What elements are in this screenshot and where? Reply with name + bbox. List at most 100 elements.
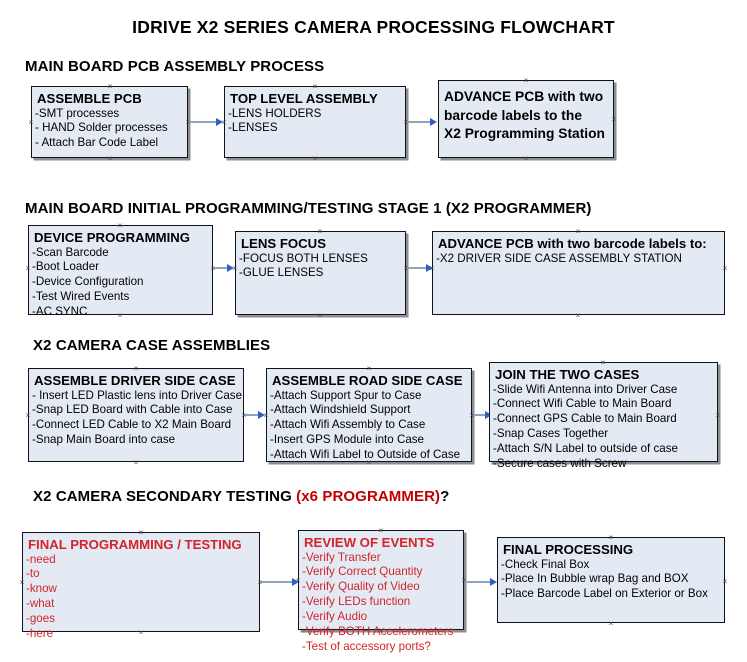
node-title: TOP LEVEL ASSEMBLY — [230, 91, 378, 106]
resize-handle[interactable] — [317, 228, 324, 235]
resize-handle[interactable] — [378, 527, 385, 534]
connector-line — [407, 121, 435, 123]
node-line: -Connect Wifi Cable to Main Board — [493, 397, 672, 411]
node-title: ASSEMBLE DRIVER SIDE CASE — [34, 373, 236, 388]
resize-handle[interactable] — [138, 529, 145, 536]
node-line: -Verify Audio — [302, 610, 368, 624]
resize-handle[interactable] — [722, 265, 729, 272]
resize-handle[interactable] — [138, 629, 145, 636]
connector-arrowhead — [216, 117, 223, 126]
resize-handle[interactable] — [611, 116, 618, 123]
node-line: -Insert GPS Module into Case — [270, 433, 425, 447]
section-heading-text: X2 CAMERA SECONDARY TESTING — [33, 488, 297, 505]
node-line: -Connect GPS Cable to Main Board — [493, 412, 677, 426]
resize-handle[interactable] — [107, 155, 114, 162]
node-line: -Attach Wifi Label to Outside of Case — [270, 448, 461, 462]
resize-handle[interactable] — [429, 265, 436, 272]
node-title-line2: barcode labels to the — [444, 107, 583, 123]
node-line: -Snap Main Board into case — [32, 433, 176, 447]
node-title: FINAL PROCESSING — [503, 542, 634, 557]
node-join-the-two-cases[interactable]: JOIN THE TWO CASES -Slide Wifi Antenna i… — [489, 362, 718, 470]
node-line: -AC SYNC — [32, 305, 88, 319]
resize-handle[interactable] — [117, 312, 124, 319]
node-title-line3: X2 Programming Station — [444, 126, 605, 142]
resize-handle[interactable] — [133, 365, 140, 372]
resize-handle[interactable] — [312, 83, 319, 90]
resize-handle[interactable] — [221, 119, 228, 126]
node-line: -LENS HOLDERS — [228, 106, 322, 120]
node-title: ASSEMBLE PCB — [37, 91, 142, 106]
node-title: REVIEW OF EVENTS — [304, 535, 435, 550]
resize-handle[interactable] — [715, 412, 722, 419]
connector-arrowhead — [490, 577, 497, 586]
resize-handle[interactable] — [366, 459, 373, 466]
connector-line — [465, 581, 495, 583]
node-review-of-events[interactable]: REVIEW OF EVENTS -Verify Transfer -Verif… — [298, 530, 464, 653]
node-title: LENS FOCUS — [241, 236, 326, 251]
node-line: -goes — [26, 612, 56, 626]
node-advance-pcb-programming-station[interactable]: ADVANCE PCB with two barcode labels to t… — [438, 80, 614, 158]
node-device-programming[interactable]: DEVICE PROGRAMMING -Scan Barcode -Boot L… — [28, 225, 213, 318]
node-line: -Place In Bubble wrap Bag and BOX — [501, 572, 689, 586]
connector-line — [261, 581, 297, 583]
resize-handle[interactable] — [312, 155, 319, 162]
resize-handle[interactable] — [133, 459, 140, 466]
node-line: -Attach Wifi Assembly to Case — [270, 418, 426, 432]
resize-handle[interactable] — [600, 459, 607, 466]
section-heading-tail: ? — [440, 488, 450, 505]
resize-handle[interactable] — [378, 627, 385, 634]
node-assemble-pcb[interactable]: ASSEMBLE PCB -SMT processes - HAND Solde… — [31, 86, 188, 158]
resize-handle[interactable] — [366, 365, 373, 372]
resize-handle[interactable] — [575, 312, 582, 319]
node-line: -Check Final Box — [501, 557, 590, 571]
node-title: FINAL PROGRAMMING / TESTING — [28, 537, 242, 552]
node-line: -need — [26, 552, 56, 566]
resize-handle[interactable] — [117, 222, 124, 229]
section-heading-main-board-pcb-assembly: MAIN BOARD PCB ASSEMBLY PROCESS — [25, 58, 325, 75]
node-final-programming-testing[interactable]: FINAL PROGRAMMING / TESTING -need -to -k… — [22, 532, 260, 640]
node-line: -Device Configuration — [32, 275, 144, 289]
node-line: -Verify Correct Quantity — [302, 565, 423, 579]
resize-handle[interactable] — [523, 77, 530, 84]
resize-handle[interactable] — [608, 534, 615, 541]
section-heading-accent: (x6 PROGRAMMER) — [296, 488, 441, 505]
node-line: -Verify Transfer — [302, 550, 381, 564]
resize-handle[interactable] — [263, 412, 270, 419]
node-line: -Attach S/N Label to outside of case — [493, 442, 678, 456]
resize-handle[interactable] — [107, 83, 114, 90]
resize-handle[interactable] — [600, 359, 607, 366]
node-line: -Scan Barcode — [32, 245, 109, 259]
node-assemble-road-side-case[interactable]: ASSEMBLE ROAD SIDE CASE -Attach Support … — [266, 368, 472, 462]
node-line: -Attach Windshield Support — [270, 403, 411, 417]
node-line: -GLUE LENSES — [239, 266, 324, 280]
node-line: -Slide Wifi Antenna into Driver Case — [493, 382, 678, 396]
node-lens-focus[interactable]: LENS FOCUS -FOCUS BOTH LENSES -GLUE LENS… — [235, 231, 406, 315]
node-advance-pcb-driver-side[interactable]: ADVANCE PCB with two barcode labels to: … — [432, 231, 725, 315]
node-line: -X2 DRIVER SIDE CASE ASSEMBLY STATION — [436, 251, 682, 265]
section-heading-x2-camera-case-assemblies: X2 CAMERA CASE ASSEMBLIES — [33, 337, 271, 354]
node-line: -know — [26, 582, 57, 596]
resize-handle[interactable] — [575, 228, 582, 235]
node-assemble-driver-side-case[interactable]: ASSEMBLE DRIVER SIDE CASE - Insert LED P… — [28, 368, 244, 462]
node-final-processing[interactable]: FINAL PROCESSING -Check Final Box -Place… — [497, 537, 725, 623]
resize-handle[interactable] — [608, 620, 615, 627]
resize-handle[interactable] — [317, 312, 324, 319]
resize-handle[interactable] — [28, 119, 35, 126]
connector-line — [245, 414, 263, 416]
resize-handle[interactable] — [232, 265, 239, 272]
resize-handle[interactable] — [25, 412, 32, 419]
resize-handle[interactable] — [722, 578, 729, 585]
resize-handle[interactable] — [295, 577, 302, 584]
connector-line — [407, 267, 431, 269]
resize-handle[interactable] — [523, 155, 530, 162]
node-top-level-assembly[interactable]: TOP LEVEL ASSEMBLY -LENS HOLDERS -LENSES — [224, 86, 406, 158]
connector-line — [473, 414, 489, 416]
section-heading-main-board-initial-programming: MAIN BOARD INITIAL PROGRAMMING/TESTING S… — [25, 200, 592, 217]
resize-handle[interactable] — [19, 579, 26, 586]
connector-line — [189, 121, 220, 123]
node-line: -Verify Quality of Video — [302, 580, 420, 594]
node-line-overflow: -Test of accessory ports? — [302, 639, 431, 653]
connector-arrowhead — [430, 117, 437, 126]
node-line: -Boot Loader — [32, 260, 100, 274]
resize-handle[interactable] — [25, 265, 32, 272]
